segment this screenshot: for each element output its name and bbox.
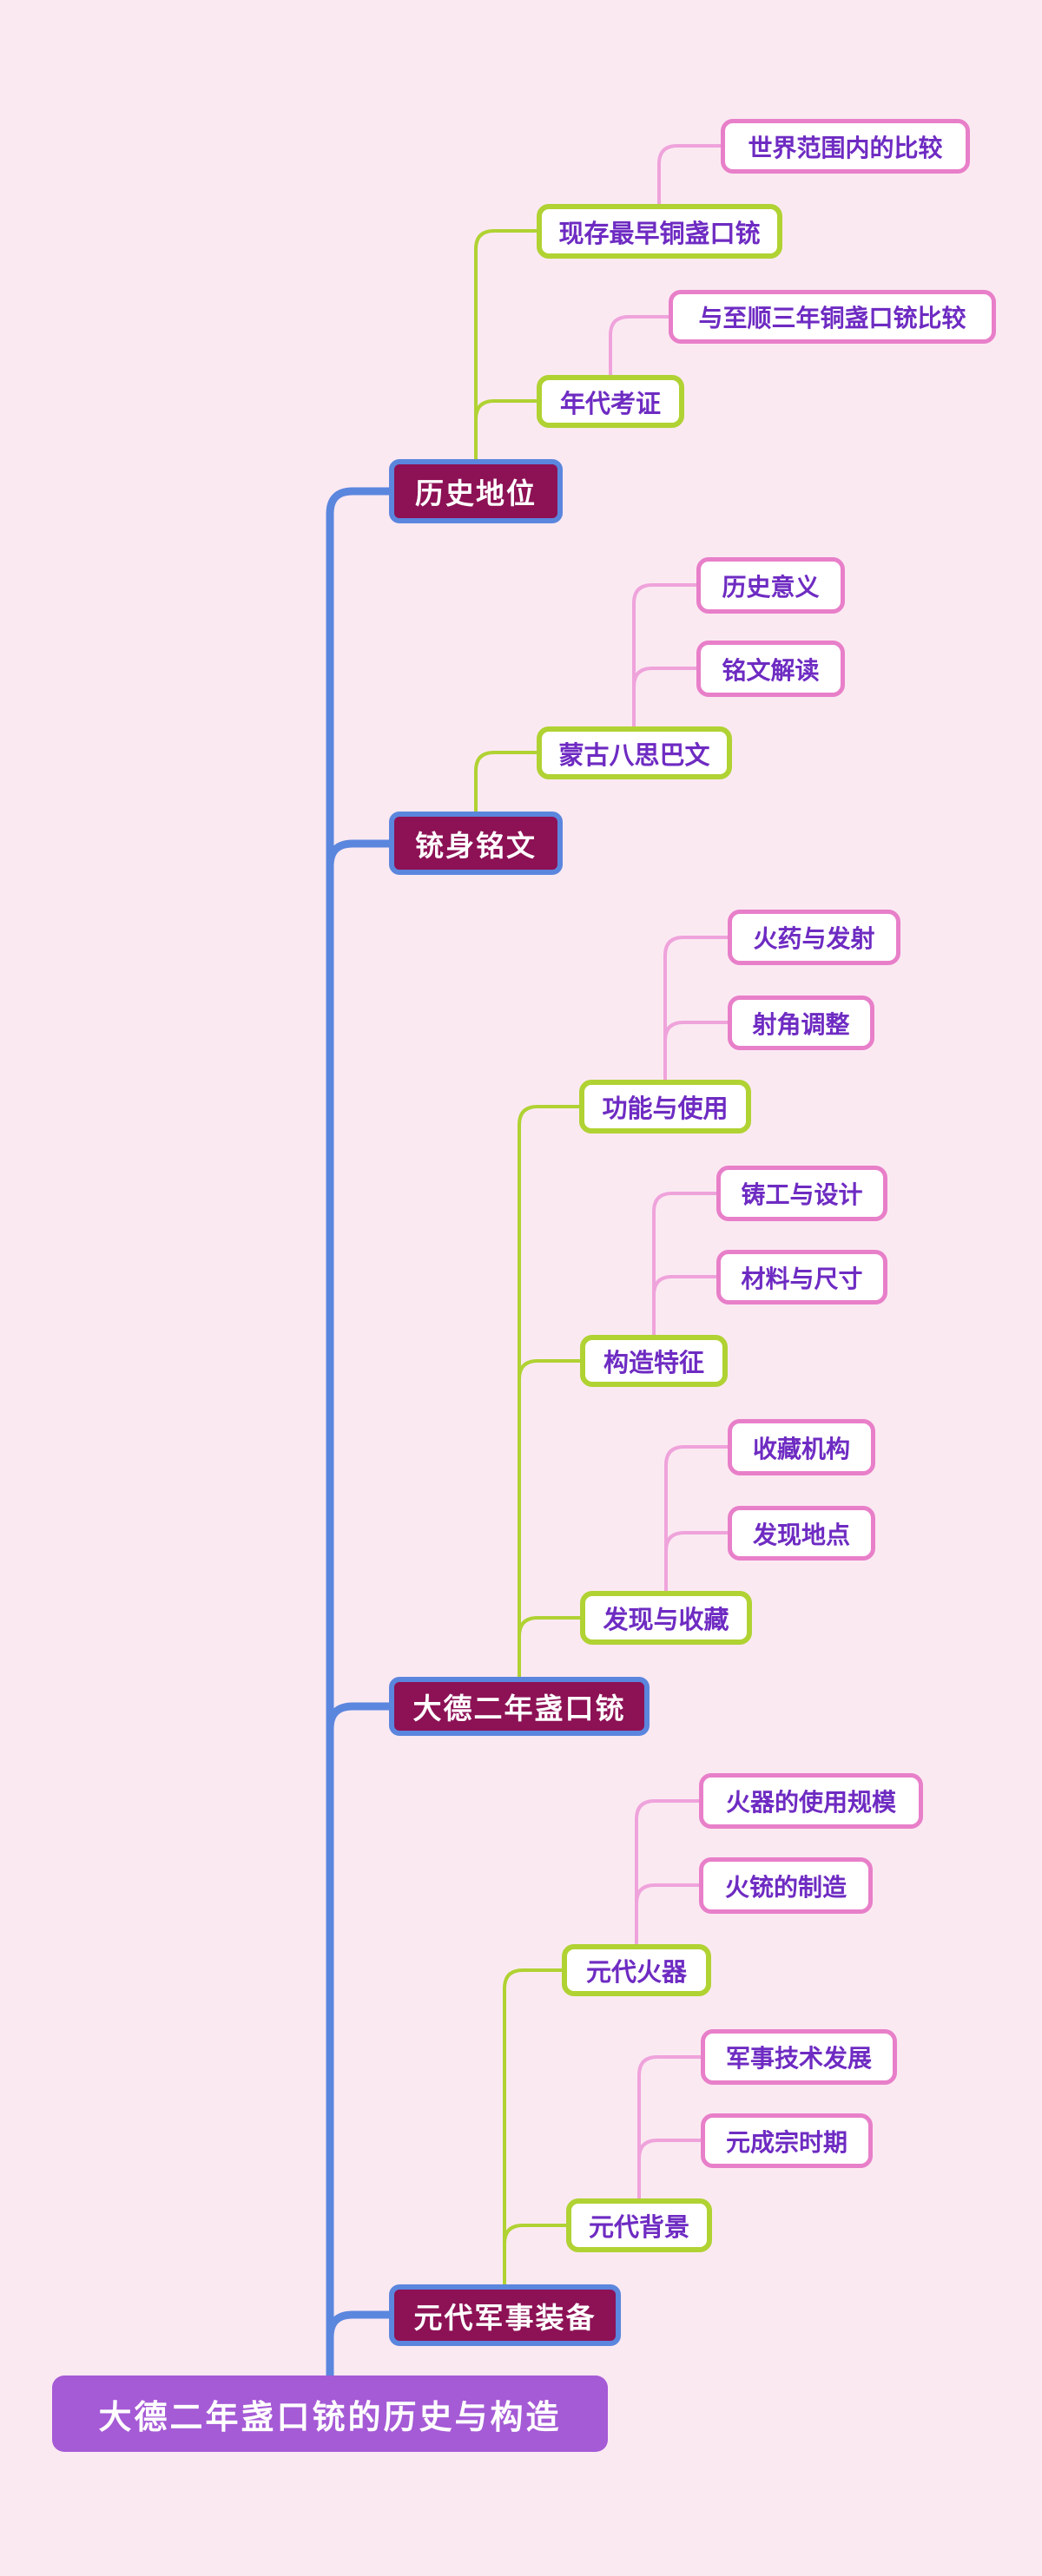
root-node[interactable]: 大德二年盏口铳的历史与构造 <box>52 2376 608 2452</box>
leaf-gunpowder-firing[interactable]: 火药与发射 <box>728 910 900 965</box>
subtopic-earliest-bronze-gun[interactable]: 现存最早铜盏口铳 <box>537 204 782 259</box>
leaf-casting-design[interactable]: 铸工与设计 <box>716 1166 887 1221</box>
main-topic-historical-status[interactable]: 历史地位 <box>389 459 563 523</box>
subtopic-dating-research[interactable]: 年代考证 <box>537 375 684 428</box>
leaf-connectors-pink <box>609 144 729 2200</box>
subtopic-phagspa-script[interactable]: 蒙古八思巴文 <box>537 726 732 779</box>
leaf-worldwide-comparison[interactable]: 世界范围内的比较 <box>721 119 970 174</box>
leaf-inscription-interpretation[interactable]: 铭文解读 <box>696 641 845 697</box>
leaf-zhishun-comparison[interactable]: 与至顺三年铜盏口铳比较 <box>669 290 996 344</box>
subtopic-function-usage[interactable]: 功能与使用 <box>579 1080 751 1134</box>
leaf-gun-manufacturing[interactable]: 火铳的制造 <box>699 1857 873 1914</box>
leaf-collection-institution[interactable]: 收藏机构 <box>728 1419 875 1475</box>
subtopic-discovery-collection[interactable]: 发现与收藏 <box>580 1591 752 1645</box>
subtopic-connectors-green <box>474 229 582 2286</box>
trunk-connector-blue <box>326 487 393 2380</box>
main-topic-barrel-inscription[interactable]: 铳身铭文 <box>389 812 563 875</box>
subtopic-yuan-background[interactable]: 元代背景 <box>566 2198 712 2252</box>
leaf-military-tech-development[interactable]: 军事技术发展 <box>701 2029 897 2085</box>
subtopic-yuan-firearms[interactable]: 元代火器 <box>562 1944 711 1996</box>
leaf-yuan-chengzong-period[interactable]: 元成宗时期 <box>701 2113 873 2168</box>
leaf-firearm-usage-scale[interactable]: 火器的使用规模 <box>699 1773 923 1829</box>
subtopic-structure-features[interactable]: 构造特征 <box>580 1335 728 1387</box>
main-topic-yuan-military-equipment[interactable]: 元代军事装备 <box>389 2284 621 2346</box>
leaf-material-size[interactable]: 材料与尺寸 <box>716 1250 887 1304</box>
leaf-discovery-site[interactable]: 发现地点 <box>728 1506 875 1561</box>
main-topic-dade-gun[interactable]: 大德二年盏口铳 <box>389 1677 650 1736</box>
leaf-historical-significance[interactable]: 历史意义 <box>696 557 845 614</box>
leaf-firing-angle[interactable]: 射角调整 <box>728 996 874 1050</box>
